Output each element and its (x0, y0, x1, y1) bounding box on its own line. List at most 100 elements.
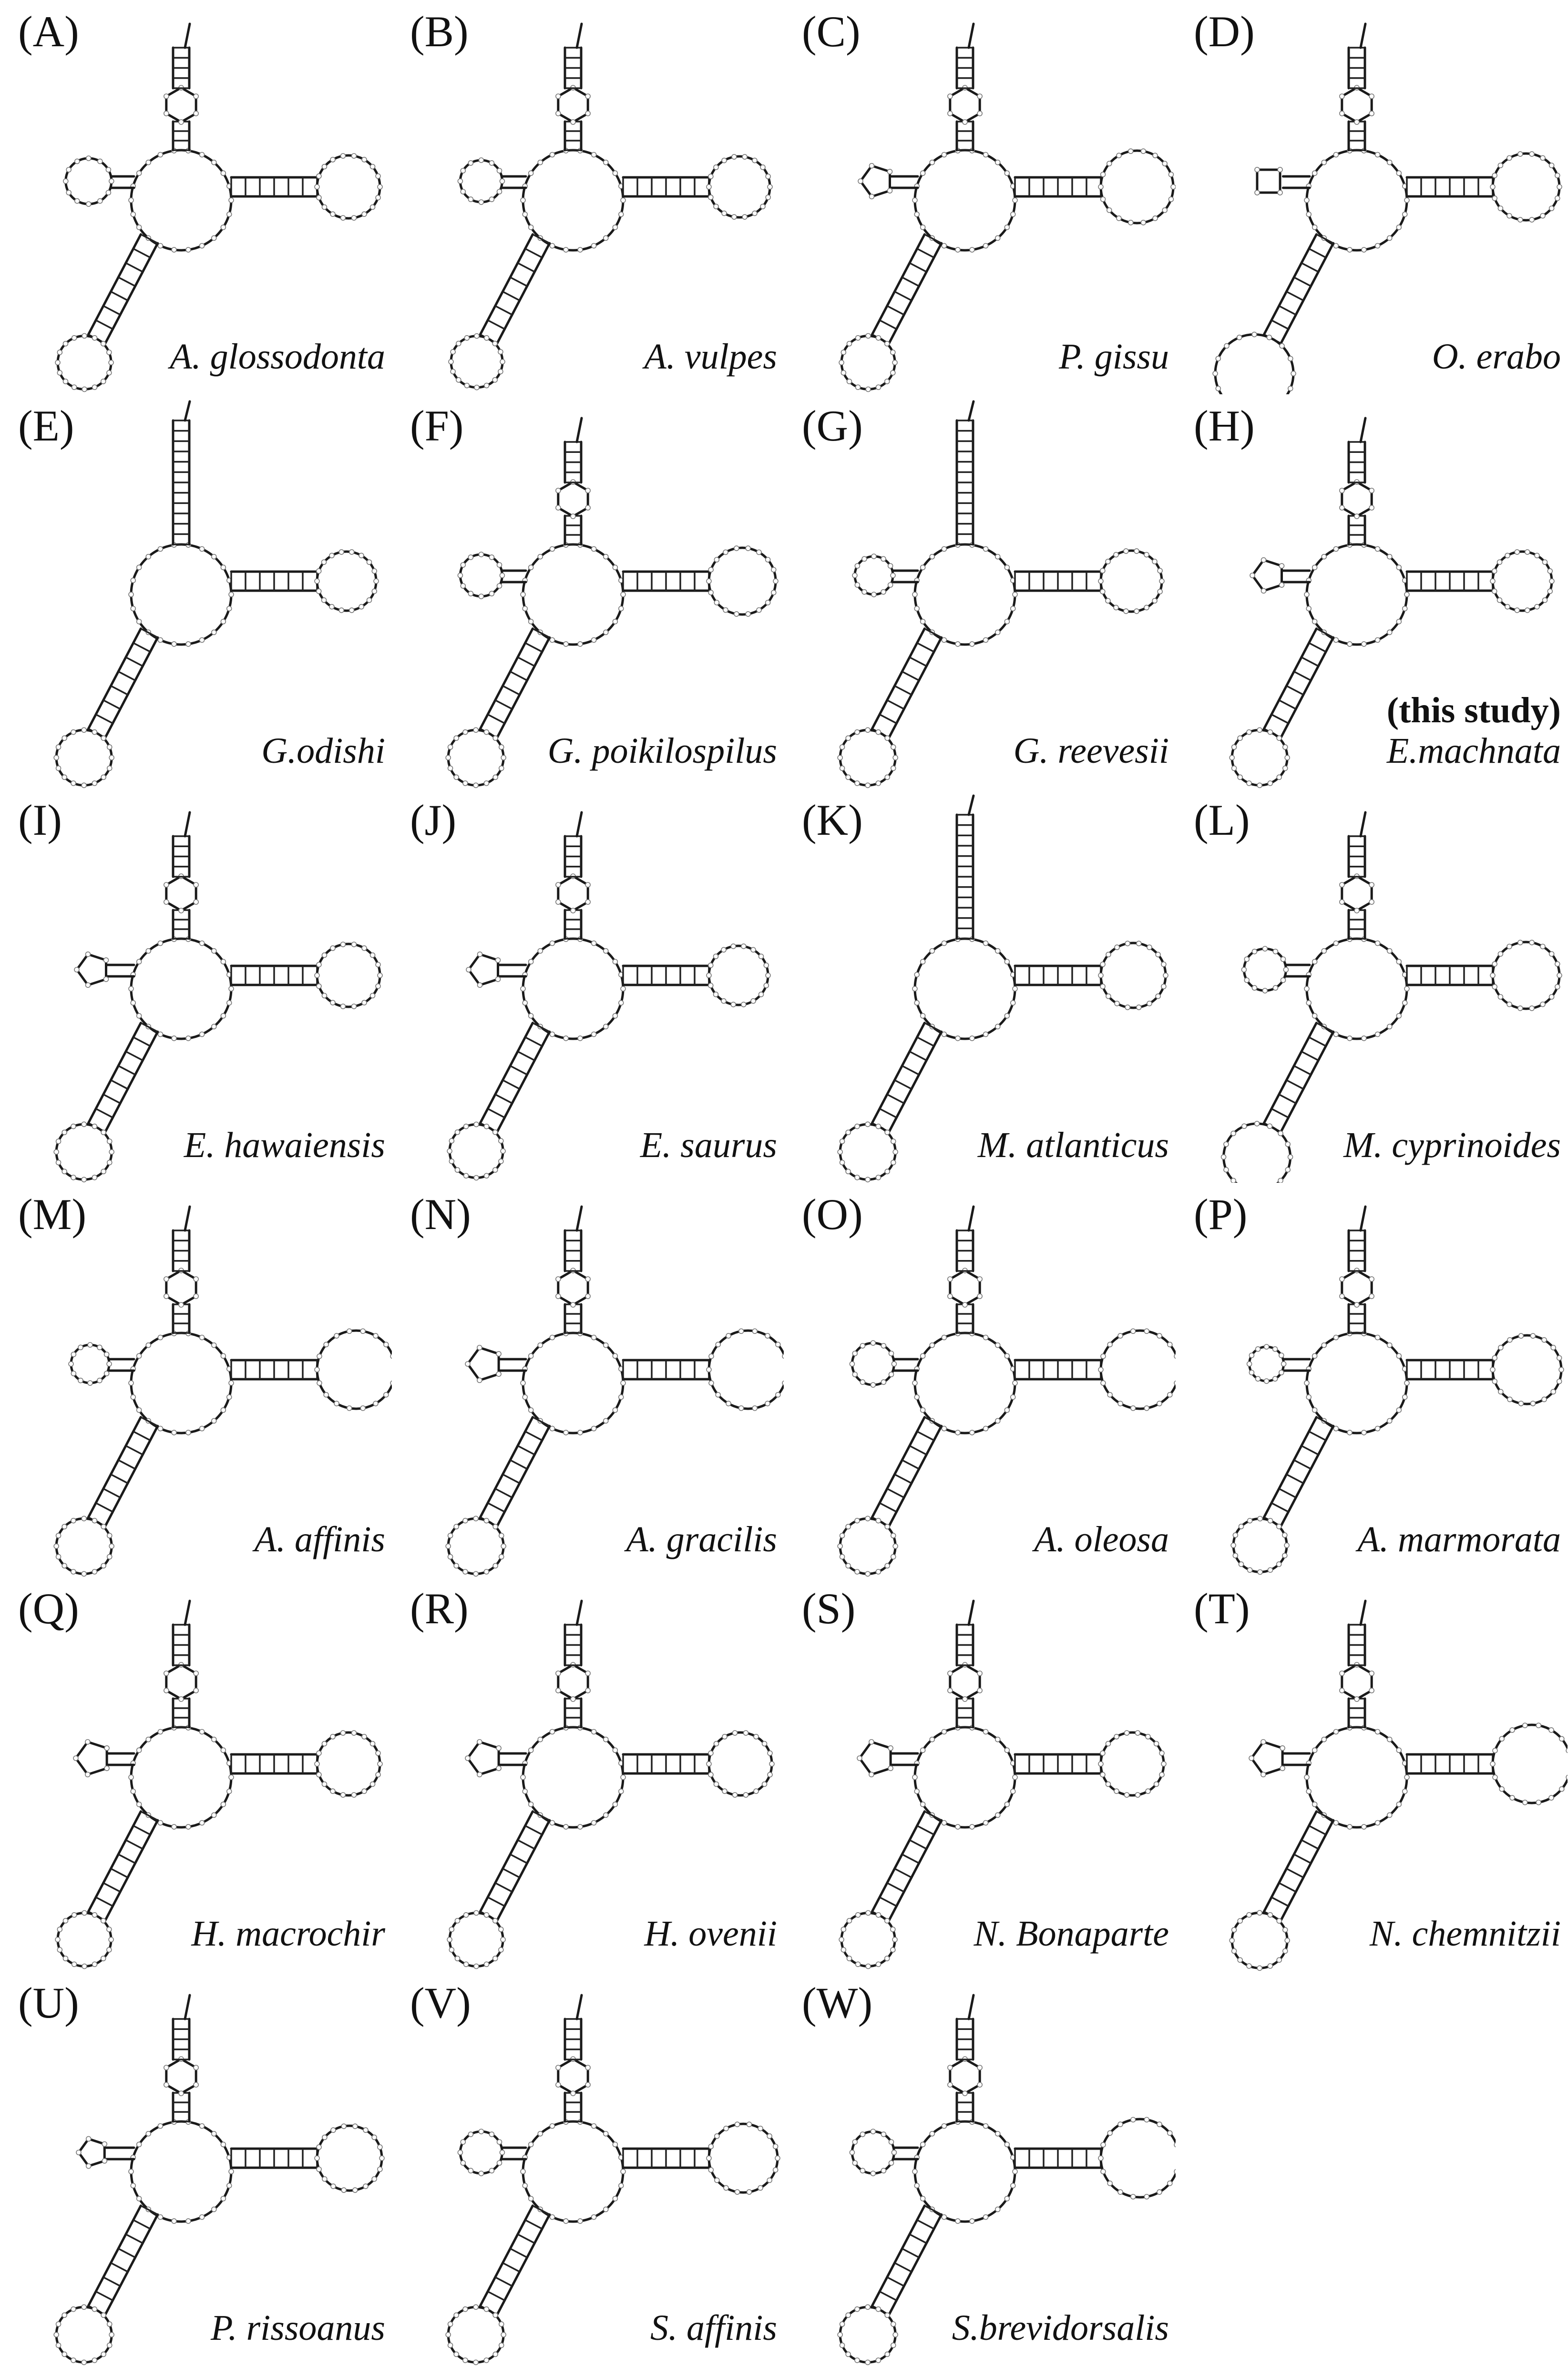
right-loop (314, 2123, 385, 2193)
structure-panel: (F)G. poikilospilus (392, 394, 784, 789)
right-stem (622, 964, 710, 986)
bottom-stem (479, 1810, 551, 1922)
top-internal-loop (1339, 873, 1374, 913)
right-stem (1405, 570, 1494, 592)
left-loop (457, 2129, 505, 2176)
trna-structure-drawing (447, 1599, 775, 1969)
species-caption: N. Bonaparte (974, 1914, 1169, 1954)
bottom-loop (1230, 1516, 1290, 1575)
trna-structure-drawing (1229, 1599, 1568, 1971)
right-stem (1014, 176, 1102, 198)
trna-structure-drawing (445, 1205, 784, 1577)
bottom-loop (837, 1121, 898, 1183)
top-stem-lower (564, 909, 583, 940)
right-loop (314, 1328, 392, 1411)
top-stem-lower (564, 120, 583, 152)
bottom-loop (445, 2304, 506, 2366)
top-stem-upper (564, 835, 583, 878)
structure-panel: (B)A. vulpes (392, 0, 784, 394)
panel-label: (O) (802, 1190, 863, 1239)
right-stem (230, 176, 318, 198)
top-internal-loop (164, 873, 199, 913)
panel-label: (W) (802, 1978, 873, 2027)
panel-label: (L) (1194, 796, 1250, 844)
structure-panel: (C)P. gissu (784, 0, 1176, 394)
species-name: A. gracilis (626, 1519, 777, 1559)
top-stem-lower (564, 1303, 583, 1334)
structure-panel: (T) N. chemnitzii (1176, 1577, 1568, 1971)
panel-label: (M) (18, 1190, 87, 1239)
right-stem (1405, 176, 1494, 198)
bottom-stem (479, 2204, 551, 2316)
bottom-loop (53, 727, 114, 789)
trna-structure-drawing (837, 1205, 1176, 1577)
trna-structure-drawing (55, 22, 383, 392)
left-loop (74, 951, 109, 988)
right-stem (230, 570, 318, 592)
bottom-loop (447, 1910, 506, 1969)
left-loop (76, 2136, 108, 2169)
species-caption: P. gissu (1059, 337, 1169, 377)
top-internal-loop (164, 1268, 199, 1308)
structure-panel: (J) E. saurus (392, 789, 784, 1183)
right-stem (230, 1359, 318, 1381)
study-note: (this study) (1386, 690, 1561, 730)
species-caption: N. chemnitzii (1370, 1914, 1561, 1954)
species-caption: A. affinis (255, 1519, 385, 1560)
species-caption: G. poikilospilus (548, 731, 777, 771)
panel-label: (T) (1194, 1584, 1250, 1633)
top-stem-upper (1347, 441, 1366, 484)
bottom-loop (445, 1516, 506, 1577)
top-stem-upper (955, 46, 974, 90)
structure-panel: (N)A. gracilis (392, 1183, 784, 1577)
top-internal-loop (1339, 1268, 1374, 1308)
bottom-loop (1220, 1121, 1293, 1183)
species-caption: G. reevesii (1014, 731, 1169, 771)
right-loop (706, 1730, 775, 1798)
bottom-stem (87, 233, 159, 345)
bottom-stem (1262, 1022, 1335, 1133)
species-name: N. Bonaparte (974, 1913, 1169, 1954)
right-stem (230, 2147, 318, 2169)
panel-label: (E) (18, 401, 74, 450)
structure-panel: (S)N. Bonaparte (784, 1577, 1176, 1971)
top-internal-loop (947, 1268, 983, 1308)
species-caption: (this study)E.machnata (1387, 690, 1561, 771)
top-stem-lower (1347, 1697, 1366, 1729)
top-stem-lower (172, 2091, 191, 2123)
right-loop (1098, 1730, 1167, 1798)
right-stem (1014, 2147, 1102, 2169)
top-internal-loop (555, 873, 591, 913)
panel-label: (I) (18, 796, 62, 844)
species-name: E. saurus (640, 1125, 777, 1165)
top-stem-upper (955, 1229, 974, 1272)
right-stem (622, 570, 710, 592)
trna-structure-drawing (445, 417, 779, 789)
bottom-stem (1262, 627, 1335, 739)
bottom-stem (87, 1022, 159, 1133)
species-caption: G.odishi (261, 731, 385, 771)
bottom-stem (1262, 1810, 1335, 1922)
right-loop (706, 1328, 784, 1411)
trna-structure-drawing (1212, 22, 1562, 394)
top-internal-loop (947, 85, 983, 125)
structure-panel: (D)O. erabo (1176, 0, 1568, 394)
structure-panel: (U)P. rissoanus (0, 1971, 392, 2366)
panel-label: (P) (1194, 1190, 1248, 1239)
bottom-stem (87, 1416, 159, 1527)
structure-panel: (K)M. atlanticus (784, 789, 1176, 1183)
panel-label: (J) (410, 796, 457, 844)
species-name: E.machnata (1386, 730, 1561, 771)
top-stem-lower (172, 1303, 191, 1334)
trna-structure-drawing (1229, 417, 1555, 789)
species-caption: S. affinis (650, 2308, 777, 2348)
trna-structure-drawing (53, 811, 383, 1183)
structure-panel: (R)H. ovenii (392, 1577, 784, 1971)
top-stem (172, 419, 191, 546)
bottom-stem (871, 1810, 943, 1922)
left-loop (857, 1739, 893, 1778)
bottom-stem (87, 1810, 159, 1922)
species-caption: H. macrochir (191, 1914, 385, 1954)
right-loop (314, 942, 383, 1009)
